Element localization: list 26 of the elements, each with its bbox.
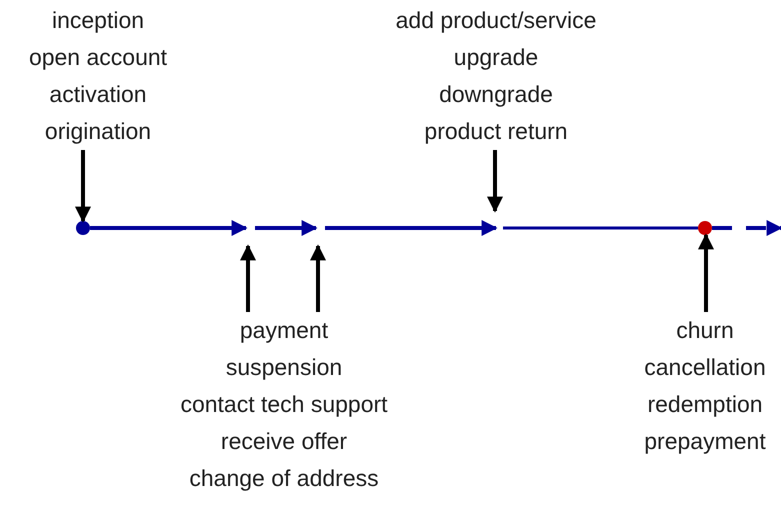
arrow bbox=[698, 233, 714, 312]
event-label: downgrade bbox=[438, 80, 554, 109]
event-label: contact tech support bbox=[180, 390, 388, 419]
event-label: payment bbox=[238, 316, 330, 345]
event-label: add product/service bbox=[396, 6, 596, 35]
timeline-point bbox=[76, 221, 90, 235]
arrow bbox=[712, 220, 781, 236]
arrow bbox=[75, 150, 91, 223]
event-label: inception bbox=[50, 6, 146, 35]
timeline-point bbox=[698, 221, 712, 235]
event-label: redemption bbox=[646, 390, 764, 419]
event-label: upgrade bbox=[452, 43, 540, 72]
arrow bbox=[310, 244, 326, 312]
arrow bbox=[487, 150, 503, 213]
event-label: activation bbox=[48, 80, 148, 109]
event-label: cancellation bbox=[644, 353, 766, 382]
event-label: prepayment bbox=[644, 427, 766, 456]
arrow bbox=[240, 244, 256, 312]
event-label: origination bbox=[44, 117, 152, 146]
event-label: open account bbox=[28, 43, 168, 72]
event-label: suspension bbox=[224, 353, 344, 382]
event-label: product return bbox=[423, 117, 569, 146]
arrow bbox=[90, 220, 248, 236]
event-label: change of address bbox=[188, 464, 380, 493]
event-label: churn bbox=[675, 316, 735, 345]
event-label: receive offer bbox=[220, 427, 348, 456]
